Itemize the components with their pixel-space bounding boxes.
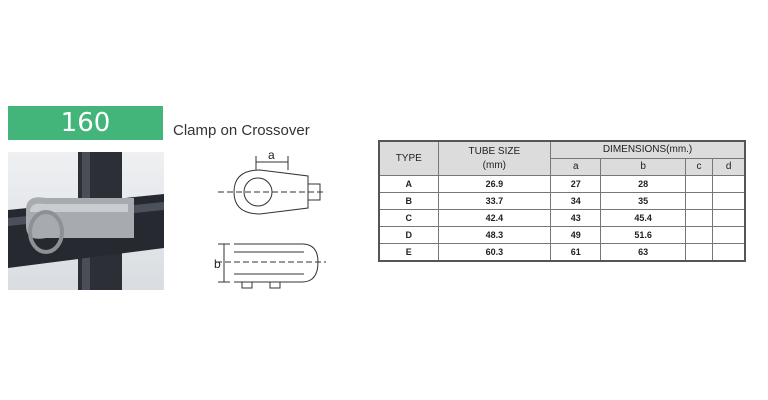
cell-c <box>684 192 714 210</box>
cell-c <box>684 226 714 244</box>
cell-a: 61 <box>550 243 602 262</box>
cell-c <box>684 243 714 262</box>
header-dim-c: c <box>684 158 714 176</box>
header-tube-size: TUBE SIZE (mm) <box>437 140 552 176</box>
cell-a: 27 <box>550 175 602 193</box>
table-row: D 48.3 49 51.6 <box>378 226 746 244</box>
cell-tube-size: 48.3 <box>437 226 552 244</box>
cell-a: 49 <box>550 226 602 244</box>
cell-d <box>712 192 746 210</box>
clamp-photo-illustration <box>8 152 164 290</box>
cell-d <box>712 175 746 193</box>
cell-type: D <box>378 226 439 244</box>
header-dimensions: DIMENSIONS(mm.) <box>550 140 746 159</box>
product-code-badge: 160 <box>8 106 163 140</box>
table-row: A 26.9 27 28 <box>378 175 746 193</box>
cell-type: C <box>378 209 439 227</box>
cell-b: 45.4 <box>600 209 686 227</box>
cell-type: A <box>378 175 439 193</box>
dimension-a-label: a <box>268 148 275 162</box>
product-photo <box>8 152 164 290</box>
cell-d <box>712 243 746 262</box>
cell-b: 63 <box>600 243 686 262</box>
cell-type: B <box>378 192 439 210</box>
technical-drawing: a b <box>214 148 326 289</box>
table-row: C 42.4 43 45.4 <box>378 209 746 227</box>
cell-tube-size: 26.9 <box>437 175 552 193</box>
table-row: B 33.7 34 35 <box>378 192 746 210</box>
cell-c <box>684 209 714 227</box>
cell-d <box>712 226 746 244</box>
cell-tube-size: 33.7 <box>437 192 552 210</box>
cell-a: 34 <box>550 192 602 210</box>
cell-c <box>684 175 714 193</box>
cell-tube-size: 42.4 <box>437 209 552 227</box>
table-row: E 60.3 61 63 <box>378 243 746 262</box>
header-type: TYPE <box>378 140 439 176</box>
cell-b: 51.6 <box>600 226 686 244</box>
dimension-b-label: b <box>214 257 221 271</box>
cell-b: 28 <box>600 175 686 193</box>
header-dim-a: a <box>550 158 602 176</box>
header-dim-b: b <box>600 158 686 176</box>
header-dim-d: d <box>712 158 746 176</box>
cell-d <box>712 209 746 227</box>
product-title: Clamp on Crossover <box>173 122 310 139</box>
cell-a: 43 <box>550 209 602 227</box>
cell-type: E <box>378 243 439 262</box>
header-tube-size-unit: (mm) <box>482 159 506 171</box>
cell-tube-size: 60.3 <box>437 243 552 262</box>
cell-b: 35 <box>600 192 686 210</box>
header-tube-size-label: TUBE SIZE <box>468 145 521 157</box>
dimensions-table: TYPE TUBE SIZE (mm) DIMENSIONS(mm.) a b … <box>378 140 746 262</box>
